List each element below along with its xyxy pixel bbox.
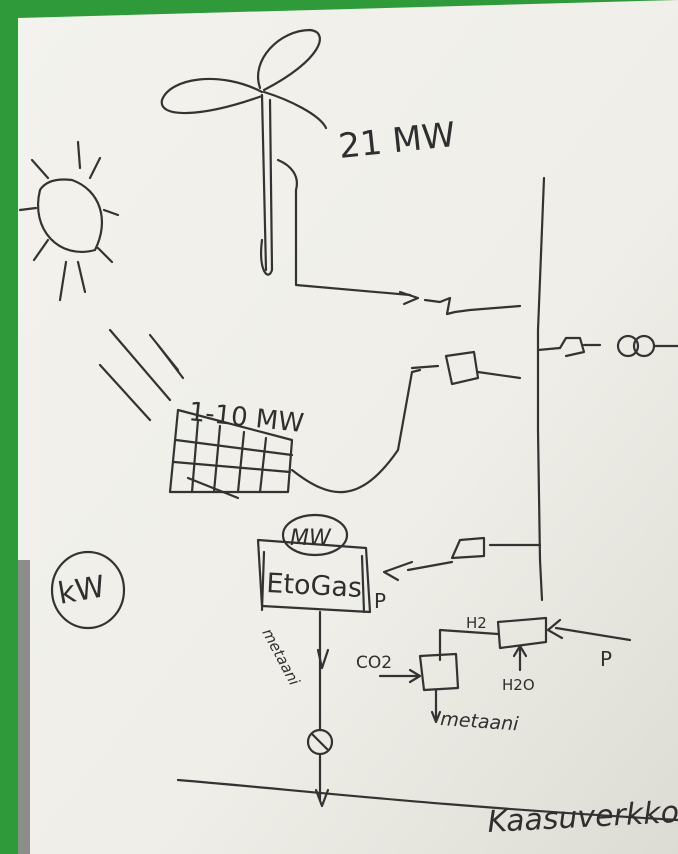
capacity-bubble [281,513,349,557]
hydrogen-label: H2 [466,614,487,632]
methane-output-label: metaani [440,708,520,735]
whiteboard-surface [18,0,678,854]
plant-capacity-label: MW [290,526,332,551]
methanation-reactor-box [418,652,460,692]
gas-grid-line [176,778,678,822]
water-label: H2O [502,676,535,694]
transformer-circle-icon [616,334,640,358]
grid-bus-line [536,176,546,602]
board-edge-shadow [18,560,30,854]
etogas-plant-box [256,538,372,614]
plant-name-label: EtoGas [266,568,363,604]
carbon-dioxide-label: CO2 [356,653,392,673]
wind-converter-icon [423,296,522,316]
solar-panel-icon [168,408,294,500]
electrolyser-box [496,616,548,650]
plant-power-label: P [374,589,386,613]
electrolyser-power-label: P [600,647,612,671]
plant-inverter-icon [450,536,486,560]
small-scale-label: kW [55,569,107,612]
wind-turbine-icon [160,28,420,306]
solar-inverter-icon [444,350,480,386]
small-scale-bubble [50,550,126,630]
sun-icon [18,140,120,302]
